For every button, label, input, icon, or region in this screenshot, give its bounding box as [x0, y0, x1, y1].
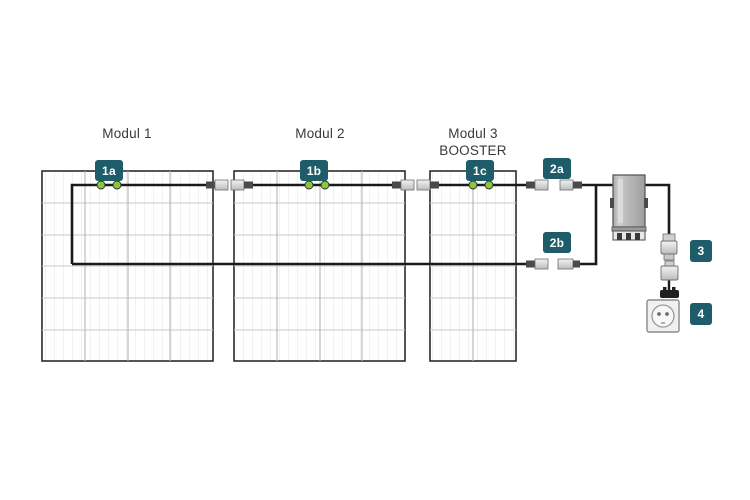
module-1-title: Modul 1 [102, 126, 152, 141]
ac-connector-male [660, 233, 678, 261]
ac-connector-female [660, 260, 679, 281]
mc4-connector-2b-female [557, 258, 580, 270]
schuko-socket [646, 299, 680, 333]
wiring-ac-output [645, 183, 671, 234]
module-3-title-line2: BOOSTER [439, 143, 507, 158]
mc4-connector-male-1 [206, 179, 229, 191]
badge-1c[interactable]: 1c [466, 160, 494, 181]
badge-2b[interactable]: 2b [543, 232, 571, 253]
terminals-1b [304, 180, 330, 190]
module-1-panel [41, 170, 214, 362]
microinverter [610, 174, 648, 241]
mc4-connector-2b-male [526, 258, 549, 270]
mc4-connector-male-2 [392, 179, 415, 191]
badge-4[interactable]: 4 [690, 303, 712, 325]
module-3-title: Modul 3 BOOSTER [413, 125, 533, 159]
terminals-1c [468, 180, 494, 190]
wiring-positive-run [70, 183, 613, 264]
mc4-connector-2a-female [559, 179, 582, 191]
schuko-plug [660, 287, 679, 298]
module-3-title-line1: Modul 3 [448, 126, 498, 141]
module-2-panel [233, 170, 406, 362]
mc4-connector-2a-male [526, 179, 549, 191]
module-2-title: Modul 2 [295, 126, 345, 141]
module-3-panel [429, 170, 517, 362]
badge-1a[interactable]: 1a [95, 160, 123, 181]
badge-3[interactable]: 3 [690, 240, 712, 262]
mc4-connector-female-1 [230, 179, 253, 191]
terminals-1a [96, 180, 122, 190]
badge-2a[interactable]: 2a [543, 158, 571, 179]
mc4-connector-female-2 [416, 179, 439, 191]
badge-1b[interactable]: 1b [300, 160, 328, 181]
